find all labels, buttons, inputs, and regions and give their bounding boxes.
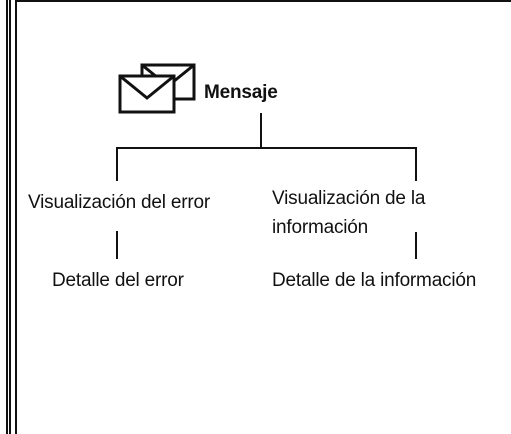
child-error-detail-label: Detalle del error — [52, 270, 184, 291]
child-connector-right — [415, 232, 417, 259]
branch-connector-left — [116, 147, 118, 181]
child-connector-left — [116, 231, 118, 259]
branch-error-label: Visualización del error — [28, 192, 210, 213]
root-connector — [260, 113, 262, 148]
diagram-frame — [15, 0, 511, 434]
message-envelope-icon — [116, 62, 198, 114]
branch-info-label-line1: Visualización de la — [272, 188, 426, 209]
root-node-label: Mensaje — [204, 82, 278, 103]
branch-connector-right — [415, 147, 417, 181]
child-info-detail-label: Detalle de la información — [272, 270, 477, 291]
branch-info-label-line2: información — [272, 217, 369, 238]
left-border — [0, 0, 11, 434]
branch-bar — [116, 147, 417, 149]
